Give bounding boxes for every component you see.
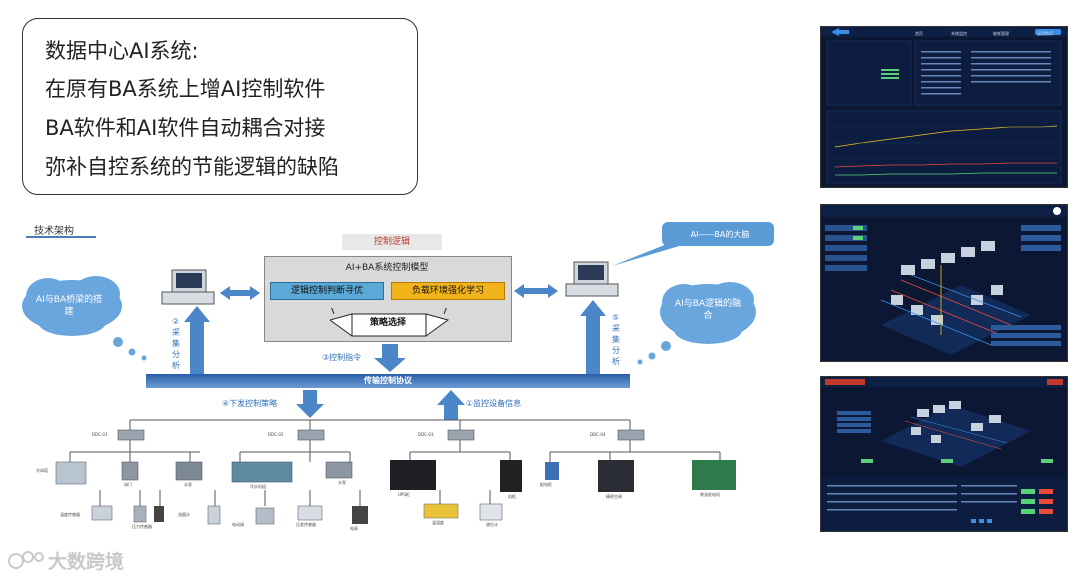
watermark-text: 大数跨境 (48, 551, 125, 573)
computer-right-icon (565, 261, 619, 297)
architecture-diagram (22, 222, 774, 525)
controller-label: DDC-02 (268, 432, 284, 437)
cloud-left-shape (22, 276, 147, 361)
monitor-arrow (437, 390, 465, 420)
dashboard-screenshot-1: 首页 系统监控 能耗管理 返回首页 (820, 26, 1068, 188)
sensor-label: 电表 (350, 526, 358, 531)
sensor-label: 电动阀 (232, 522, 244, 527)
dashboard-3-graphics (821, 377, 1067, 531)
dashboard-screenshot-2 (820, 204, 1068, 362)
double-arrow-right (514, 284, 558, 298)
summary-line-1: 数据中心AI系统: (45, 39, 199, 63)
strategy-arrows (330, 308, 450, 337)
sensor-label: 压差传感器 (296, 522, 316, 527)
dashboard-tab[interactable]: 首页 (915, 31, 923, 36)
controller-label: DDC-01 (92, 432, 108, 437)
controller-label: DDC-03 (418, 432, 434, 437)
summary-line-2: 在原有BA系统上增AI控制软件 (45, 77, 326, 101)
collect-right-label: ⑤采集分析 (612, 313, 620, 366)
device-label: 冷却塔 (36, 468, 48, 473)
logic-tab: 控制逻辑 (342, 234, 442, 250)
control-arrow (374, 344, 406, 372)
dashboard-2-graphics (821, 205, 1067, 355)
computer-left-icon (161, 269, 215, 305)
control-command-label: ③控制指令 (322, 353, 362, 362)
dashboard-tab[interactable]: 能耗管理 (993, 31, 1009, 36)
cloud-right-label: AI与BA逻辑的融合 (674, 299, 742, 321)
collect-arrow-right (580, 300, 606, 374)
device-label: 配电柜 (540, 482, 552, 487)
sensor-label: 压力传感器 (132, 524, 152, 529)
dispatch-arrow (296, 390, 324, 418)
transport-bus (146, 374, 630, 388)
dashboard-tab[interactable]: 系统监控 (951, 31, 967, 36)
collect-left-label: ②采集分析 (172, 317, 180, 370)
control-model-title: AI+BA系统控制模型 (345, 263, 429, 273)
double-arrow-left (220, 286, 260, 300)
device-label: 精密空调 (606, 494, 622, 499)
summary-line-4: 弥补自控系统的节能逻辑的缺陷 (45, 155, 339, 179)
device-icons (55, 460, 736, 525)
distribution-lines (69, 419, 721, 506)
device-label: 机柜 (508, 494, 516, 499)
section-title-underline (26, 236, 96, 238)
ai-brain-callout: AI——BA的大脑 (690, 230, 750, 239)
summary-line-3: BA软件和AI软件自动耦合对接 (45, 116, 326, 140)
monitor-label: ①监控设备信息 (466, 399, 522, 408)
controller-icons (117, 429, 645, 441)
dashboard-screenshot-3 (820, 376, 1068, 532)
device-label: 水泵 (184, 482, 192, 487)
dispatch-label: ④下发控制策略 (222, 399, 278, 408)
sensor-label: 液位计 (486, 522, 498, 527)
device-label: 冷水机组 (250, 484, 266, 489)
callout-shape (612, 222, 774, 266)
dashboard-1-graphics (821, 27, 1067, 184)
device-label: 阀门 (124, 482, 132, 487)
device-label: 水泵 (338, 480, 346, 485)
summary-box: 数据中心AI系统: 在原有BA系统上增AI控制软件 BA软件和AI软件自动耦合对… (22, 18, 418, 195)
logic-optimization-chip: 逻辑控制判断寻优 (270, 282, 384, 300)
strategy-label: 策略选择 (369, 318, 406, 328)
controller-label: DDC-04 (590, 432, 606, 437)
device-label: UPS柜 (398, 492, 410, 497)
transport-bus-label: 传输控制协议 (364, 376, 412, 385)
sensor-label: 流量计 (178, 512, 190, 517)
cloud-right-shape (637, 282, 756, 365)
cloud-left-label: AI与BA桥梁的搭建 (35, 295, 103, 317)
sensor-label: 温度传感器 (60, 512, 80, 517)
collect-arrow-left (184, 306, 210, 374)
dashboard-tab[interactable]: 返回首页 (1037, 31, 1053, 36)
section-title: 技术架构 (34, 226, 74, 237)
load-learning-chip: 负载环境强化学习 (391, 282, 505, 300)
sensor-label: 温湿度 (432, 520, 444, 525)
watermark-logo-icon (8, 551, 44, 569)
device-label: 柴油发电机 (700, 492, 720, 497)
